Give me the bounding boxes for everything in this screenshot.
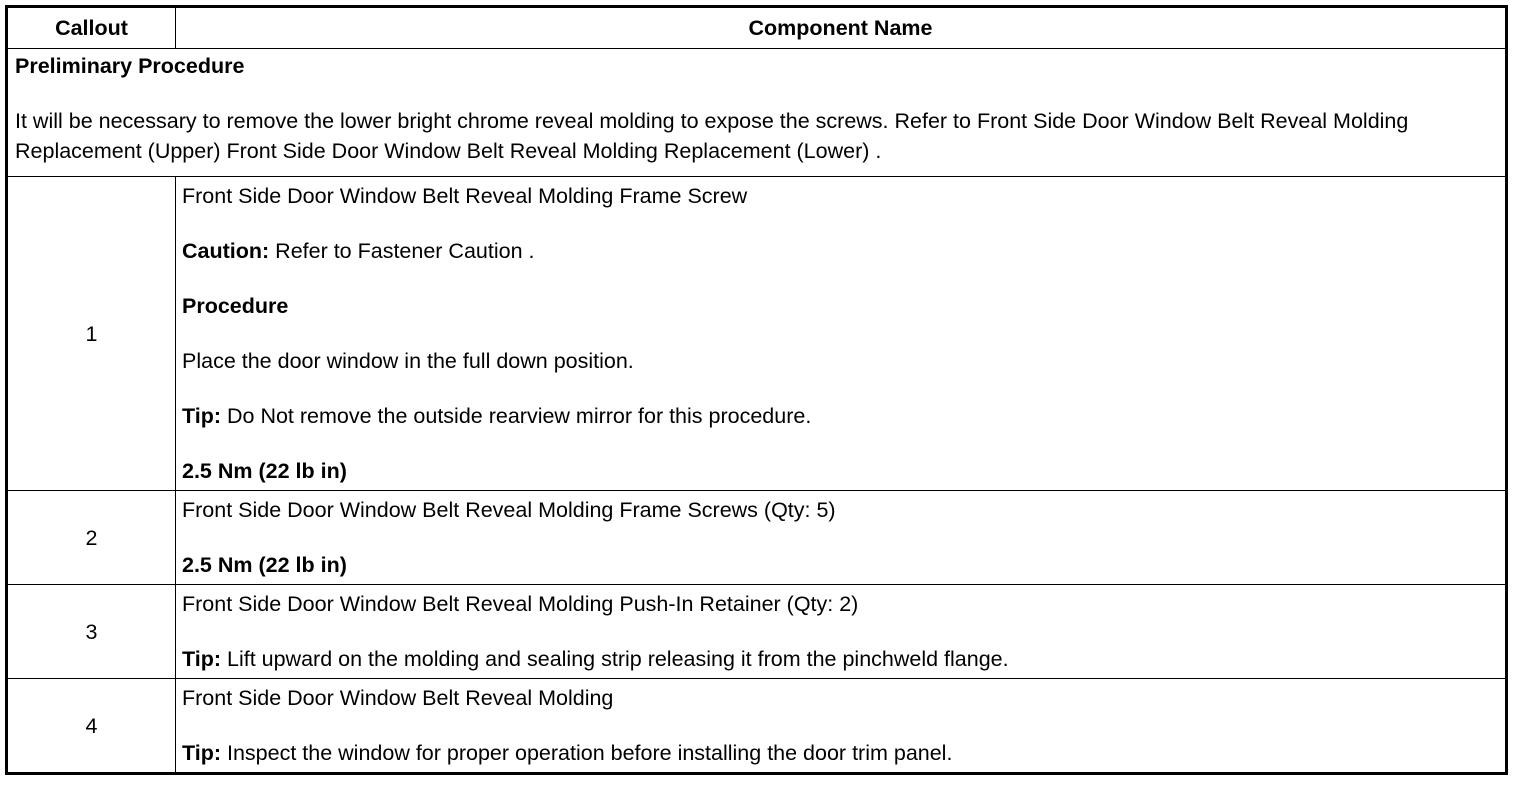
table-row: 3 Front Side Door Window Belt Reveal Mol… [6, 584, 1507, 679]
callout-number: 2 [6, 490, 176, 585]
tip-text: Do Not remove the outside rearview mirro… [221, 404, 812, 428]
preliminary-text: It will be necessary to remove the lower… [15, 109, 1409, 163]
component-name: Front Side Door Window Belt Reveal Moldi… [182, 686, 614, 710]
tip-text: Inspect the window for proper operation … [221, 741, 953, 765]
component-name: Front Side Door Window Belt Reveal Moldi… [182, 592, 859, 616]
component-cell: Front Side Door Window Belt Reveal Moldi… [175, 490, 1507, 585]
component-cell: Front Side Door Window Belt Reveal Moldi… [175, 678, 1507, 774]
tip-label: Tip: [182, 647, 222, 671]
callout-number: 4 [6, 678, 176, 774]
torque-spec: 2.5 Nm (22 lb in) [182, 459, 347, 483]
caution-note: Caution: Refer to Fastener Caution . [182, 237, 1499, 265]
table-row: 1 Front Side Door Window Belt Reveal Mol… [6, 176, 1507, 491]
callout-number: 1 [6, 176, 176, 491]
tip-label: Tip: [182, 741, 222, 765]
caution-text: Refer to Fastener Caution . [269, 239, 535, 263]
component-cell: Front Side Door Window Belt Reveal Moldi… [175, 584, 1507, 679]
callout-number: 3 [6, 584, 176, 679]
header-row: Callout Component Name [6, 6, 1507, 49]
component-name-header: Component Name [175, 6, 1507, 49]
tip-note: Tip: Lift upward on the molding and seal… [182, 645, 1499, 673]
tip-note: Tip: Do Not remove the outside rearview … [182, 402, 1499, 430]
torque-spec: 2.5 Nm (22 lb in) [182, 553, 347, 577]
preliminary-cell: Preliminary Procedure It will be necessa… [6, 48, 1507, 177]
callout-header: Callout [6, 6, 176, 49]
preliminary-title: Preliminary Procedure [15, 54, 245, 78]
procedure-step: Place the door window in the full down p… [182, 349, 634, 373]
preliminary-row: Preliminary Procedure It will be necessa… [6, 48, 1507, 177]
procedure-heading: Procedure [182, 294, 289, 318]
component-name: Front Side Door Window Belt Reveal Moldi… [182, 184, 748, 208]
table-row: 2 Front Side Door Window Belt Reveal Mol… [6, 490, 1507, 585]
component-cell: Front Side Door Window Belt Reveal Moldi… [175, 176, 1507, 491]
caution-label: Caution: [182, 239, 270, 263]
table-row: 4 Front Side Door Window Belt Reveal Mol… [6, 678, 1507, 774]
tip-label: Tip: [182, 404, 222, 428]
component-table: Callout Component Name Preliminary Proce… [5, 5, 1508, 775]
component-name: Front Side Door Window Belt Reveal Moldi… [182, 498, 836, 522]
tip-note: Tip: Inspect the window for proper opera… [182, 739, 1499, 767]
tip-text: Lift upward on the molding and sealing s… [221, 647, 1009, 671]
